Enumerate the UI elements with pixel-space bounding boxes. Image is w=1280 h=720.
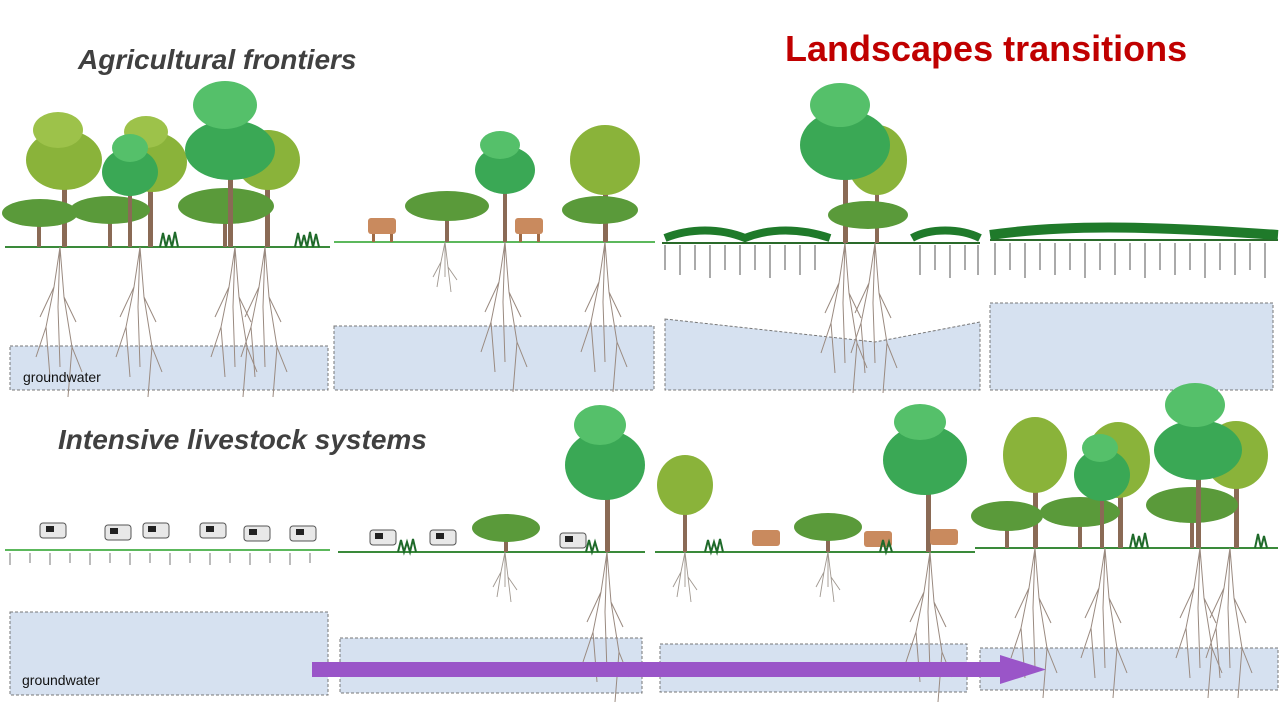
pasture-panel-top — [368, 125, 640, 393]
dairy-cow-icon — [429, 529, 457, 546]
forest-panel-top — [2, 81, 320, 398]
tree-icon — [475, 131, 535, 242]
brown-cow-icon — [752, 530, 780, 546]
dairy-cow-icon — [104, 524, 132, 541]
tree-icon — [565, 405, 645, 552]
grass-icon — [1129, 532, 1268, 549]
heading-intensive-livestock: Intensive livestock systems — [58, 424, 427, 455]
root-system-icon — [994, 243, 1266, 278]
silvopasture-panel-1 — [369, 405, 645, 703]
tree-icon — [562, 125, 640, 242]
groundwater-box-top-3 — [664, 318, 981, 391]
brown-cow-icon — [864, 531, 892, 547]
dairy-cow-icon — [559, 532, 587, 549]
bush-icon — [70, 196, 150, 247]
bush-icon — [178, 188, 274, 247]
grass-icon — [397, 538, 599, 556]
crop-row-icon — [989, 222, 1279, 240]
bush-icon — [405, 191, 489, 242]
transition-arrow — [312, 655, 1046, 684]
tree-icon — [185, 81, 275, 247]
root-system-icon — [664, 245, 979, 278]
groundwater-label-bottom: groundwater — [22, 672, 100, 688]
bush-icon — [1146, 487, 1238, 548]
bush-icon — [794, 513, 862, 552]
dairy-panel — [9, 522, 317, 565]
forest-panel-bottom — [971, 383, 1268, 699]
dairy-cow-icon — [369, 529, 397, 546]
silvopasture-panel-2 — [657, 404, 967, 703]
brown-cow-icon — [368, 218, 396, 242]
crop-panel-top — [663, 83, 982, 394]
tree-icon — [800, 83, 908, 243]
dairy-cow-icon — [199, 522, 227, 539]
dairy-cow-icon — [289, 525, 317, 542]
brown-cow-icon — [515, 218, 543, 242]
grass-icon — [704, 538, 893, 556]
groundwater-box-top-4 — [989, 302, 1274, 391]
brown-cow-icon — [930, 529, 958, 545]
groundwater-box-bottom-1 — [9, 611, 329, 696]
groundwater-label-top: groundwater — [23, 369, 101, 385]
tree-icon — [883, 404, 967, 552]
tree-icon — [1074, 434, 1130, 548]
tree-icon — [657, 455, 713, 552]
tree-icon — [102, 134, 158, 247]
crop-panel-top-2 — [989, 222, 1279, 278]
grass-icon — [159, 231, 320, 248]
tree-icon — [1154, 383, 1242, 548]
page-title: Landscapes transitions — [785, 28, 1188, 69]
dairy-cow-icon — [39, 522, 67, 539]
dairy-cow-icon — [142, 522, 170, 539]
heading-agricultural-frontiers: Agricultural frontiers — [78, 44, 357, 75]
bush-icon — [472, 514, 540, 552]
dairy-cow-icon — [243, 525, 271, 542]
crop-row-icon — [663, 226, 982, 243]
bush-icon — [1040, 497, 1120, 548]
bush-icon — [2, 199, 78, 247]
root-system-icon — [9, 553, 311, 565]
bush-icon — [971, 501, 1043, 548]
